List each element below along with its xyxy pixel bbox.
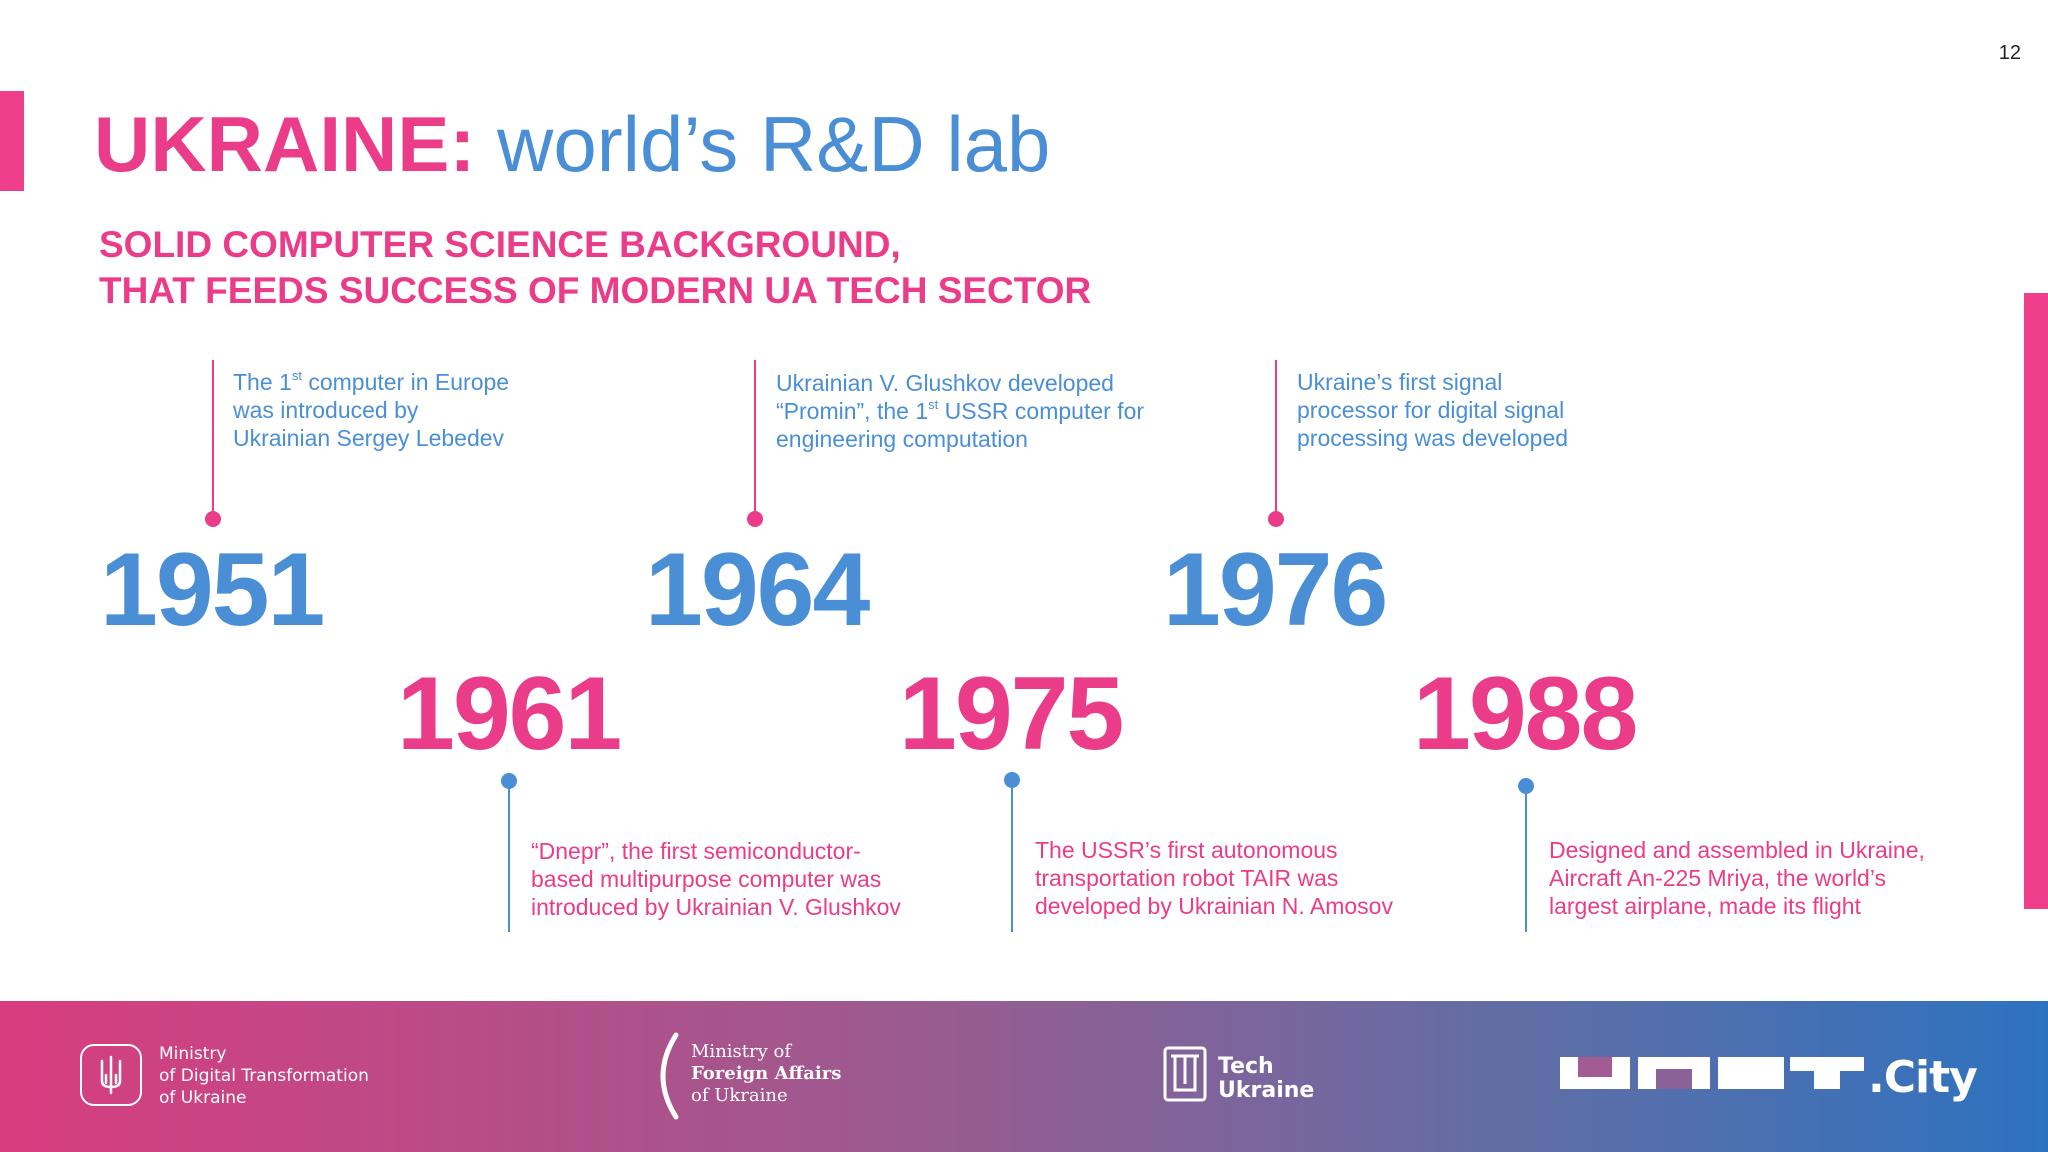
trident-icon-svg bbox=[100, 1055, 122, 1095]
note-1988-line-3: largest airplane, made its flight bbox=[1549, 893, 1861, 919]
note-1964: Ukrainian V. Glushkov developed “Promin”… bbox=[776, 369, 1144, 453]
connector-line-1975 bbox=[1011, 779, 1013, 932]
note-1964-l2a: “Promin”, the 1 bbox=[776, 398, 929, 424]
connector-dot-1976 bbox=[1268, 511, 1284, 527]
note-1975-line-3: developed by Ukrainian N. Amosov bbox=[1035, 893, 1393, 919]
note-1976-line-2: processor for digital signal bbox=[1297, 397, 1565, 423]
subtitle-line-2: THAT FEEDS SUCCESS OF MODERN UA TECH SEC… bbox=[99, 270, 1092, 311]
right-accent-bar bbox=[2024, 293, 2048, 909]
note-1988-line-2: Aircraft An-225 Mriya, the world’s bbox=[1549, 865, 1887, 891]
note-1961: “Dnepr”, the first semiconductor- based … bbox=[531, 837, 901, 921]
subtitle-line-1: SOLID COMPUTER SCIENCE BACKGROUND, bbox=[99, 224, 901, 265]
page-title: UKRAINE: world’s R&D lab bbox=[94, 94, 1050, 194]
connector-line-1951 bbox=[212, 360, 214, 518]
unit-city-text: .City bbox=[1868, 1052, 1978, 1103]
mfa-arc-icon bbox=[660, 1032, 679, 1120]
note-1961-line-1: “Dnepr”, the first semiconductor- bbox=[531, 838, 861, 864]
connector-dot-1964 bbox=[747, 511, 763, 527]
mdt-line-1: Ministry bbox=[159, 1044, 227, 1064]
footer-banner: Ministry of Digital Transformation of Uk… bbox=[0, 1001, 2048, 1152]
note-1964-l2b: USSR computer for bbox=[938, 398, 1145, 424]
note-1951-line-1: The 1st computer in Europe bbox=[233, 368, 509, 396]
note-1975: The USSR’s first autonomous transportati… bbox=[1035, 836, 1393, 920]
year-1976: 1976 bbox=[1163, 532, 1388, 648]
connector-line-1961 bbox=[508, 780, 510, 932]
note-1951-line-2: was introduced by bbox=[233, 397, 419, 423]
note-1964-line-3: engineering computation bbox=[776, 426, 1028, 452]
page-number: 12 bbox=[1998, 42, 2021, 64]
note-1988-line-1: Designed and assembled in Ukraine, bbox=[1549, 837, 1925, 863]
year-1988: 1988 bbox=[1413, 656, 1638, 772]
note-1988: Designed and assembled in Ukraine, Aircr… bbox=[1549, 836, 1925, 920]
note-1964-sup: st bbox=[928, 397, 939, 412]
trident-icon bbox=[80, 1044, 142, 1106]
connector-dot-1951 bbox=[205, 511, 221, 527]
mdt-line-2: of Digital Transformation bbox=[159, 1066, 369, 1086]
year-1964: 1964 bbox=[645, 532, 870, 648]
note-1951-l1b: computer in Europe bbox=[301, 369, 510, 395]
note-1976-line-1: Ukraine’s first signal bbox=[1297, 369, 1503, 395]
mfa-line-3: of Ukraine bbox=[691, 1085, 788, 1106]
note-1975-line-2: transportation robot TAIR was bbox=[1035, 865, 1339, 891]
note-1951: The 1st computer in Europe was introduce… bbox=[233, 368, 509, 452]
year-1951: 1951 bbox=[100, 532, 325, 648]
tech-line-2: Ukraine bbox=[1218, 1078, 1315, 1103]
note-1951-line-3: Ukrainian Sergey Lebedev bbox=[233, 425, 505, 451]
year-1961: 1961 bbox=[397, 656, 622, 772]
left-accent-bar bbox=[0, 91, 24, 191]
note-1951-l1a: The 1 bbox=[233, 369, 292, 395]
mdt-text: Ministry of Digital Transformation of Uk… bbox=[159, 1043, 369, 1109]
note-1961-line-3: introduced by Ukrainian V. Glushkov bbox=[531, 894, 901, 920]
note-1976: Ukraine’s first signal processor for dig… bbox=[1297, 368, 1568, 452]
connector-line-1976 bbox=[1275, 360, 1277, 518]
mfa-line-1: Ministry of bbox=[691, 1041, 792, 1062]
mfa-text: Ministry of Foreign Affairs of Ukraine bbox=[691, 1041, 841, 1107]
note-1964-line-1: Ukrainian V. Glushkov developed bbox=[776, 370, 1114, 396]
tech-line-1: Tech bbox=[1218, 1054, 1274, 1079]
subtitle: SOLID COMPUTER SCIENCE BACKGROUND, THAT … bbox=[99, 222, 1091, 314]
tech-text: Tech Ukraine bbox=[1218, 1055, 1314, 1103]
connector-line-1964 bbox=[754, 360, 756, 518]
mdt-line-3: of Ukraine bbox=[159, 1088, 247, 1108]
note-1976-line-3: processing was developed bbox=[1297, 425, 1569, 451]
note-1975-line-1: The USSR’s first autonomous bbox=[1035, 837, 1338, 863]
unit-city-logo bbox=[1560, 1057, 1864, 1089]
year-1975: 1975 bbox=[899, 656, 1124, 772]
note-1961-line-2: based multipurpose computer was bbox=[531, 866, 882, 892]
title-light: world’s R&D lab bbox=[475, 100, 1051, 188]
tech-ukraine-icon bbox=[1163, 1046, 1207, 1102]
title-bold: UKRAINE: bbox=[94, 100, 476, 188]
connector-line-1988 bbox=[1525, 785, 1527, 932]
mfa-line-2: Foreign Affairs bbox=[691, 1063, 842, 1084]
note-1964-line-2: “Promin”, the 1st USSR computer for bbox=[776, 397, 1144, 425]
note-1951-sup: st bbox=[291, 368, 302, 383]
